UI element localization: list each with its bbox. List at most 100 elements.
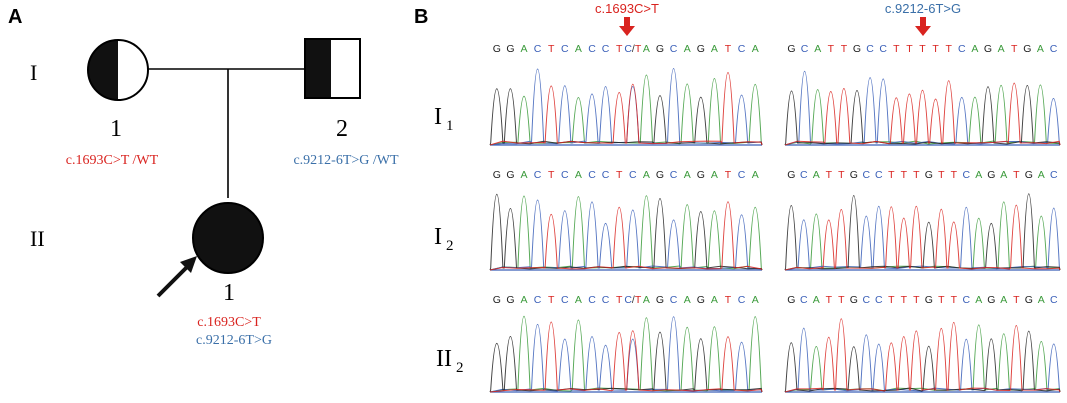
individual-ii-1-genotype-1: c.1693C>T xyxy=(197,315,261,330)
sequence-base: T xyxy=(893,43,900,55)
trace-t xyxy=(784,204,1061,271)
sequence-base: A xyxy=(684,294,691,306)
trace-t xyxy=(784,80,1061,146)
sequence-base: G xyxy=(1025,294,1033,306)
sequence-base: T xyxy=(838,169,845,181)
sequence-base: T xyxy=(1013,294,1020,306)
sequence-base: A xyxy=(752,169,759,181)
sequence-base: A xyxy=(643,43,650,55)
individual-i-2-genotype: c.9212-6T>G /WT xyxy=(293,153,399,168)
sequence-base: A xyxy=(711,169,718,181)
sequence-base: A xyxy=(1000,169,1007,181)
sequence-base: C xyxy=(1050,43,1058,55)
sequence-base: C xyxy=(670,43,678,55)
sequence-base: G xyxy=(1025,169,1033,181)
sequence-base: T xyxy=(913,294,920,306)
sequence-base: A xyxy=(752,294,759,306)
sequence-base: A xyxy=(575,294,582,306)
sequence-base: T xyxy=(548,43,555,55)
panel-b-label: B xyxy=(414,6,428,28)
trace-g xyxy=(489,88,763,146)
sequence-base: T xyxy=(725,169,732,181)
sequence-base: A xyxy=(975,294,982,306)
sequence-base: A xyxy=(1000,294,1007,306)
svg-text:2: 2 xyxy=(446,238,454,254)
sequence-base: G xyxy=(925,294,933,306)
sequence-base: T xyxy=(906,43,913,55)
individual-i-1-number: 1 xyxy=(110,116,122,142)
sequence-base: C xyxy=(800,169,808,181)
svg-text:I: I xyxy=(434,104,442,130)
sequence-base: T xyxy=(901,294,908,306)
sequence-base: A xyxy=(643,169,650,181)
row-label-i2: I 2 xyxy=(434,224,454,254)
sequence-base: A xyxy=(520,43,527,55)
sequence-base: T xyxy=(1011,43,1018,55)
sequence-base: A xyxy=(998,43,1005,55)
sequence-base: T xyxy=(828,43,835,55)
sequence-base: G xyxy=(850,169,858,181)
sequence-base: C xyxy=(879,43,887,55)
sequence-base: A xyxy=(684,43,691,55)
sequence-base: C xyxy=(588,294,596,306)
sequence-base: G xyxy=(987,294,995,306)
trace-t xyxy=(489,321,763,393)
sequence-base: A xyxy=(975,169,982,181)
mutation-arrow-2-icon xyxy=(915,17,931,36)
trace-t xyxy=(489,71,763,146)
sequence-base: T xyxy=(1013,169,1020,181)
svg-text:II: II xyxy=(436,346,452,372)
sequence-base: C xyxy=(602,294,610,306)
trace-a xyxy=(784,201,1061,271)
sequence-base: T xyxy=(725,43,732,55)
trace-a xyxy=(489,195,763,271)
mutation-arrow-1-icon xyxy=(619,17,635,36)
sequence-base: T xyxy=(951,294,958,306)
trace-g xyxy=(489,194,763,271)
sequence-base: C xyxy=(875,294,883,306)
sequence-base: C xyxy=(588,169,596,181)
sequence-base: C xyxy=(738,43,746,55)
trace-g xyxy=(784,330,1061,393)
sequence-base: T xyxy=(938,169,945,181)
sequence-base: C xyxy=(738,169,746,181)
sequence-base: C xyxy=(958,43,966,55)
trace-c xyxy=(489,68,763,146)
mutation-label-1: c.1693C>T xyxy=(595,1,659,16)
sequence-base: T xyxy=(616,294,623,306)
sequence-base: C xyxy=(561,43,569,55)
sequence-base: C xyxy=(602,169,610,181)
sequence-base: G xyxy=(697,43,705,55)
trace-g xyxy=(784,193,1061,271)
sequence-base: A xyxy=(1038,294,1045,306)
sequence-base: C xyxy=(863,169,871,181)
trace-a xyxy=(784,324,1061,393)
trace-g xyxy=(784,85,1061,146)
sequence-base: C xyxy=(800,294,808,306)
panel-a-label: A xyxy=(8,6,22,28)
sequence-base: G xyxy=(787,294,795,306)
trace-a xyxy=(489,316,763,393)
sequence-base: C xyxy=(863,294,871,306)
svg-text:1: 1 xyxy=(446,118,454,134)
sequence-base: T xyxy=(616,169,623,181)
mutation-label-2: c.9212-6T>G xyxy=(885,1,961,16)
individual-i-1-genotype: c.1693C>T /WT xyxy=(66,153,159,168)
trace-c xyxy=(489,199,763,271)
sequence-base: G xyxy=(656,169,664,181)
sequence-base: C xyxy=(963,294,971,306)
sequence-base: A xyxy=(1038,169,1045,181)
sequence-base: G xyxy=(787,169,795,181)
sequence-base: G xyxy=(506,43,514,55)
trace-t xyxy=(489,201,763,271)
sequence-base: C xyxy=(561,169,569,181)
generation-ii-label: II xyxy=(30,226,45,251)
sequence-base: G xyxy=(493,294,501,306)
sequence-base: C xyxy=(534,294,542,306)
trace-t xyxy=(784,318,1061,393)
trace-c xyxy=(489,316,763,393)
sequence-base: T xyxy=(725,294,732,306)
sequence-base: C xyxy=(963,169,971,181)
